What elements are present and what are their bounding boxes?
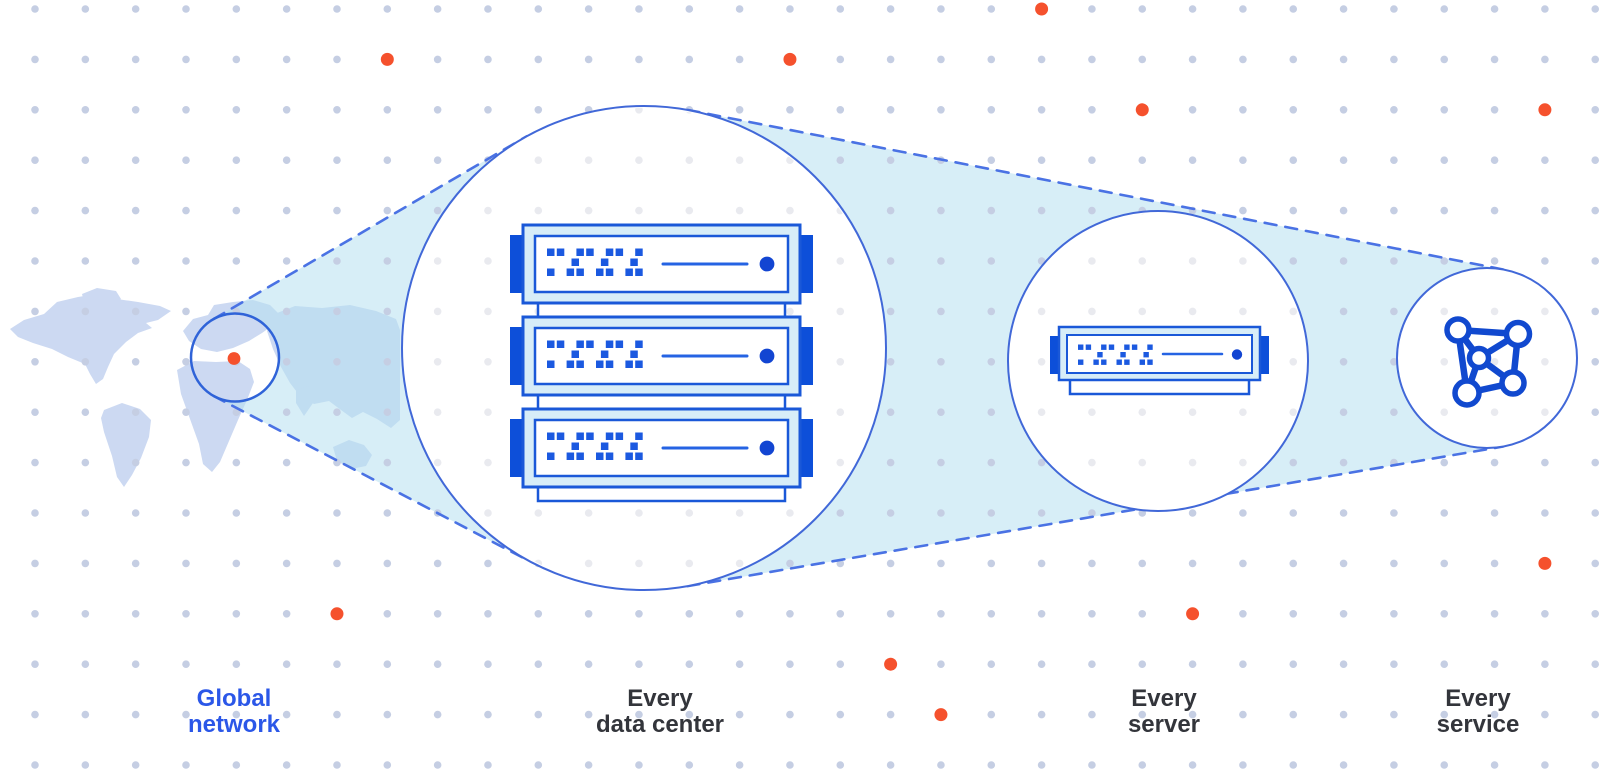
rack-ear-left	[510, 419, 524, 477]
mesh-node-bottom-right	[1499, 369, 1527, 397]
label-global-network: Global network	[74, 686, 394, 738]
label-every-server: Every server	[1004, 686, 1324, 738]
rack-ear-right	[799, 235, 813, 293]
label-line: Global	[196, 685, 272, 712]
server-led	[759, 348, 775, 364]
rack-ear-left	[510, 235, 524, 293]
dashed-line-left-top	[212, 134, 529, 321]
dashed-line-left-bottom	[212, 394, 529, 562]
server-faceplate	[1066, 334, 1253, 374]
map-highlight-circle	[189, 312, 281, 403]
label-line: Every	[1445, 685, 1511, 712]
label-every-data-center: Every data center	[500, 686, 820, 738]
dashed-line-right-bottom	[686, 445, 1505, 588]
label-line: Every	[627, 685, 693, 712]
map-north-america	[10, 293, 171, 384]
label-line: server	[1127, 711, 1201, 738]
server-unit-3	[510, 407, 813, 503]
server-led	[759, 256, 775, 272]
mesh-node-bottom-left	[1452, 378, 1482, 408]
mesh-node-top-right	[1503, 319, 1533, 349]
beam-map-to-datacenter	[213, 136, 527, 560]
faint-dots-service	[1440, 307, 1549, 417]
server-vent-pattern	[547, 248, 643, 276]
rack-ear-right	[799, 419, 813, 477]
server-rack-icon	[510, 223, 813, 503]
location-marker-dot	[227, 352, 241, 365]
map-south-america	[101, 403, 151, 487]
rack-ear-right	[799, 327, 813, 385]
rack-ear-left	[510, 327, 524, 385]
map-africa	[177, 361, 254, 472]
mesh-node-center	[1466, 345, 1492, 371]
label-line: Every	[1131, 685, 1197, 712]
server-unit-icon	[1050, 325, 1269, 396]
dashed-line-right-top	[686, 108, 1505, 271]
rack-ear-left	[1050, 336, 1060, 374]
server-unit-2	[510, 315, 813, 411]
server-led	[1231, 349, 1243, 360]
server-vent-pattern	[1078, 344, 1153, 365]
network-mesh-icon	[1444, 316, 1533, 408]
label-line: network	[187, 711, 280, 738]
label-line: data center	[595, 711, 725, 738]
server-vent-pattern	[547, 340, 643, 368]
mesh-node-top-left	[1444, 316, 1472, 344]
magnifier-dashed-lines	[212, 108, 1505, 588]
server-led	[759, 440, 775, 456]
label-line: service	[1436, 711, 1520, 738]
server-unit-1	[510, 223, 813, 319]
label-every-service: Every service	[1318, 686, 1620, 738]
server-vent-pattern	[547, 432, 643, 460]
rack-ear-right	[1259, 336, 1269, 374]
